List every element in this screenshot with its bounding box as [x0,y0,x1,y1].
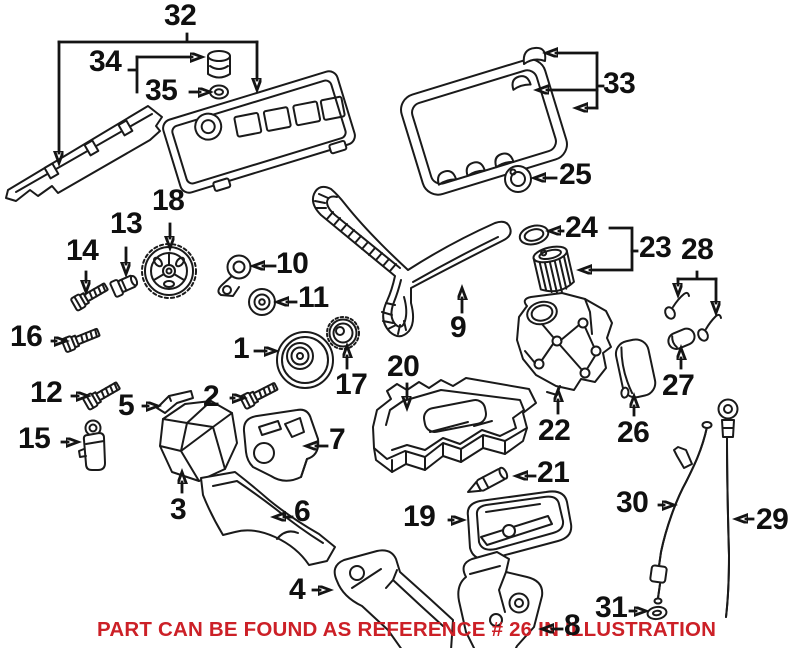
oil-filter-drawing [532,245,575,294]
cover-bracket-left-drawing [333,549,454,648]
timing-belt-drawing [311,185,512,338]
cover-grommet-drawing [504,165,532,193]
stud-bolt-drawing [109,274,139,298]
lower-oil-pan-drawing [466,490,573,561]
breather-valve-drawing [78,419,106,471]
oil-cooler-drawing [614,338,657,399]
crankshaft-gear-drawing [326,316,360,350]
cam-cover-rail-drawing [5,105,163,202]
timing-cover-lower-drawing [200,471,336,566]
cover-bracket-right-drawing [457,551,544,648]
idler-pulley-drawing [248,288,276,316]
dipstick-drawing [717,398,739,618]
camshaft-gear-drawing [141,243,197,299]
dipstick-tube-drawing [649,421,713,605]
bushing-drawing [667,327,696,350]
oil-pump-bracket-drawing [516,292,613,396]
timing-cover-rear-drawing [242,408,320,482]
valve-cover-drawing [162,70,356,194]
valve-cover-gasket-drawing [400,46,568,196]
timing-cover-upper-drawing [159,400,238,482]
drain-plug-drawing [467,466,509,493]
retainer-clip-drawing [156,390,194,414]
crankshaft-pulley-drawing [276,331,334,389]
reference-notice: PART CAN BE FOUND AS REFERENCE # 26 IN I… [97,618,717,641]
oil-filler-cap-drawing [207,50,231,79]
tube-seal-drawing [646,605,668,621]
upper-oil-pan-drawing [372,377,537,473]
retaining-hooks-drawing [664,291,722,342]
